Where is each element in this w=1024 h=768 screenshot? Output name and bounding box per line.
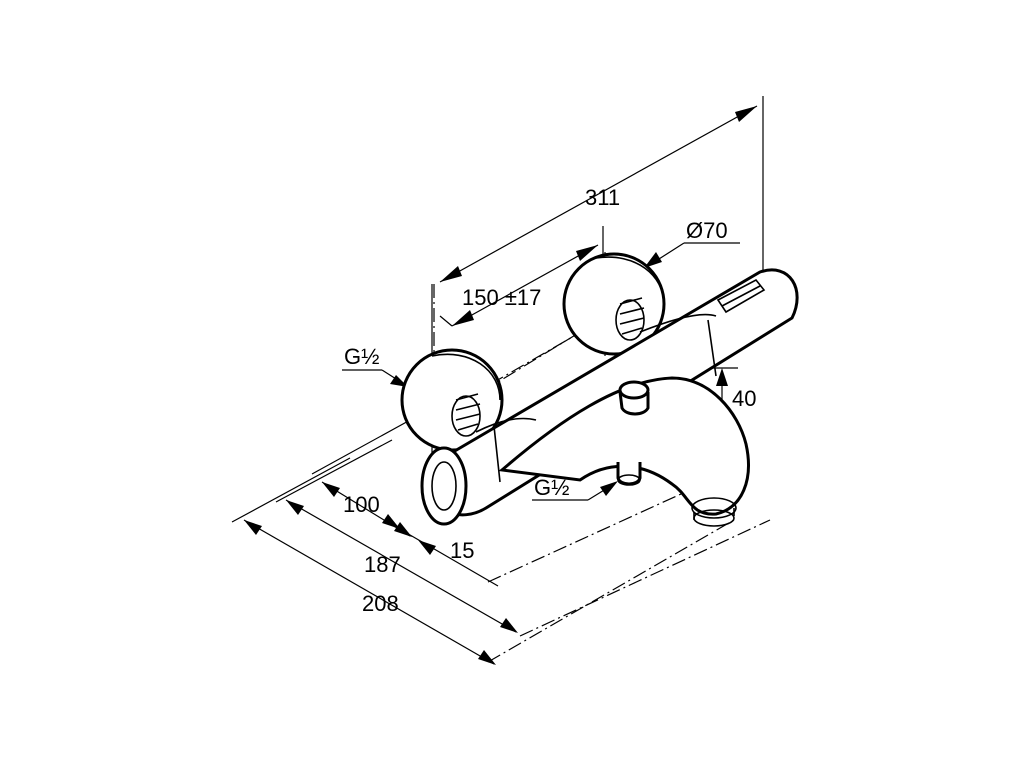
dimension-208-label: 208	[362, 591, 399, 616]
dimension-15-label: 15	[450, 538, 474, 563]
dimension-100-label: 100	[343, 492, 380, 517]
dimension-187: 187	[275, 439, 518, 633]
dimension-inlet-thread: G½	[342, 344, 408, 387]
shower-outlet	[616, 462, 642, 486]
dimension-diameter: Ø70	[644, 218, 740, 268]
dimension-40-label: 40	[732, 386, 756, 411]
right-wall-flange	[562, 252, 666, 356]
dimension-311: 311	[431, 96, 764, 468]
mixer-body	[420, 268, 799, 527]
dimension-150: 150 ±17	[439, 226, 604, 327]
dimension-150-label: 150 ±17	[462, 285, 541, 310]
dimension-inlet-thread-label: G½	[344, 344, 379, 369]
dimension-187-label: 187	[364, 552, 401, 577]
dimension-208: 208	[231, 457, 496, 665]
dimension-15: 15	[382, 514, 499, 587]
diverter-knob	[618, 380, 650, 416]
dimension-311-label: 311	[585, 185, 620, 210]
dimension-diameter-label: Ø70	[686, 218, 728, 243]
